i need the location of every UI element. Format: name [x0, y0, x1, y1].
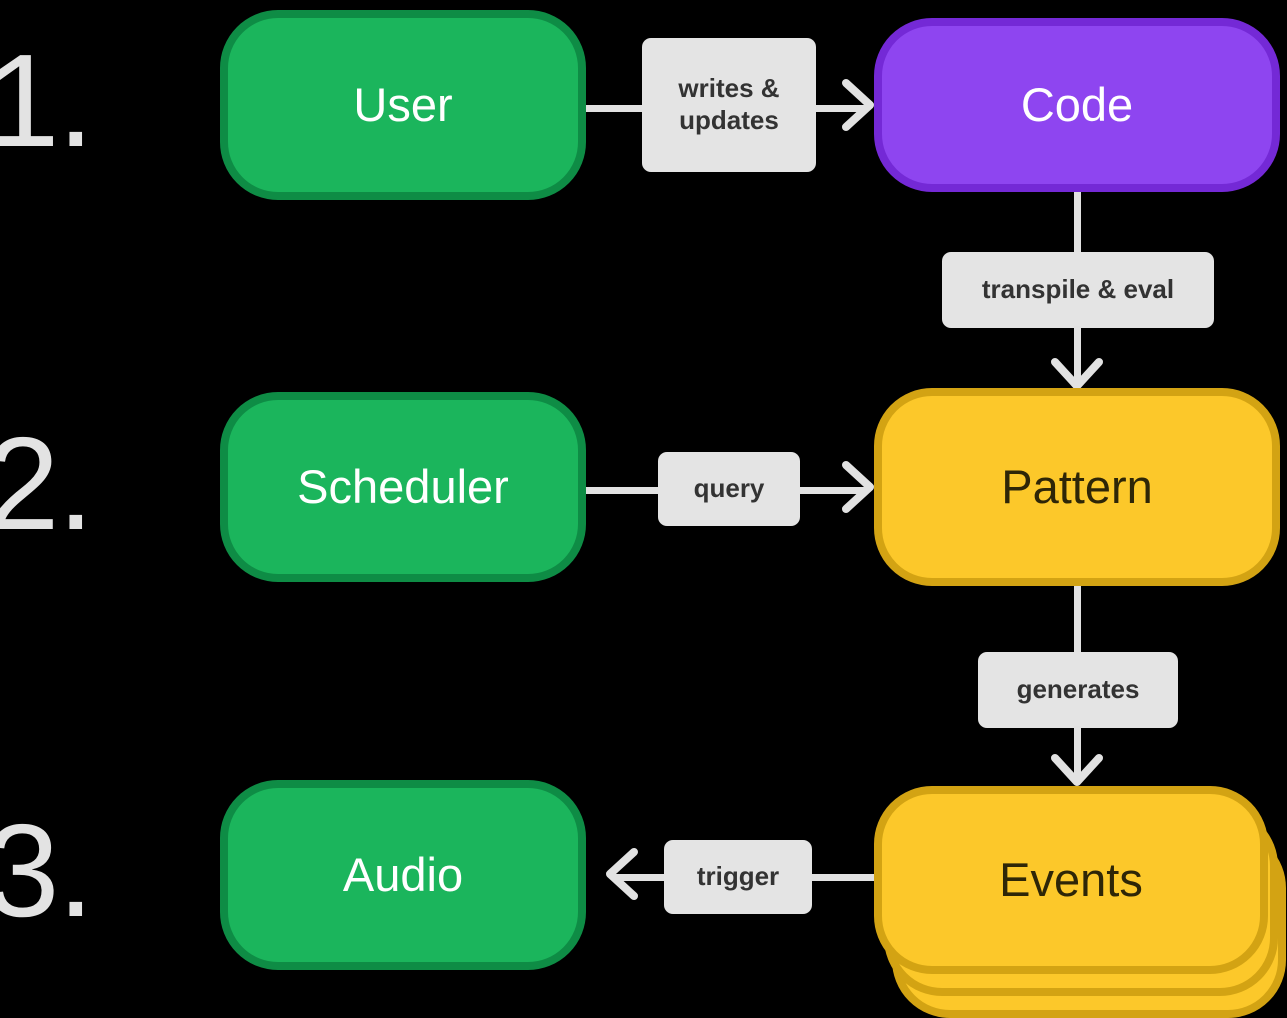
edge-label-generates: generates — [978, 652, 1178, 728]
node-events-stack-layer-front: Events — [874, 786, 1268, 974]
edge-label-query: query — [658, 452, 800, 526]
connector-label-to-pattern — [1074, 326, 1081, 382]
step-number-3: 3. — [0, 797, 94, 944]
connector-label-to-events — [1074, 726, 1081, 778]
node-events-label: Events — [999, 852, 1143, 906]
node-pattern-label: Pattern — [1001, 459, 1153, 513]
step-number-1: 1. — [0, 27, 94, 174]
edge-label-trigger: trigger — [664, 840, 812, 914]
node-pattern[interactable]: Pattern — [874, 388, 1280, 586]
connector-pattern-to-label — [1074, 586, 1081, 652]
node-audio[interactable]: Audio — [220, 780, 586, 970]
node-scheduler-label: Scheduler — [297, 459, 509, 513]
node-events[interactable]: Events — [874, 786, 1286, 1018]
edge-label-transpile-eval: transpile & eval — [942, 252, 1214, 328]
node-code[interactable]: Code — [874, 18, 1280, 192]
node-user-label: User — [353, 77, 453, 131]
connector-user-to-label — [586, 105, 646, 112]
connector-label-to-pattern-h — [796, 487, 864, 494]
connector-events-to-label — [782, 874, 896, 881]
connector-scheduler-to-label — [586, 487, 662, 494]
edge-label-writes-updates: writes & updates — [642, 38, 816, 172]
connector-label-to-code — [814, 105, 864, 112]
step-number-2: 2. — [0, 410, 94, 557]
node-user[interactable]: User — [220, 10, 586, 200]
connector-label-to-audio — [614, 874, 666, 881]
node-audio-label: Audio — [342, 847, 464, 901]
node-scheduler[interactable]: Scheduler — [220, 392, 586, 582]
connector-code-to-label — [1074, 192, 1081, 256]
node-code-label: Code — [1020, 77, 1134, 131]
